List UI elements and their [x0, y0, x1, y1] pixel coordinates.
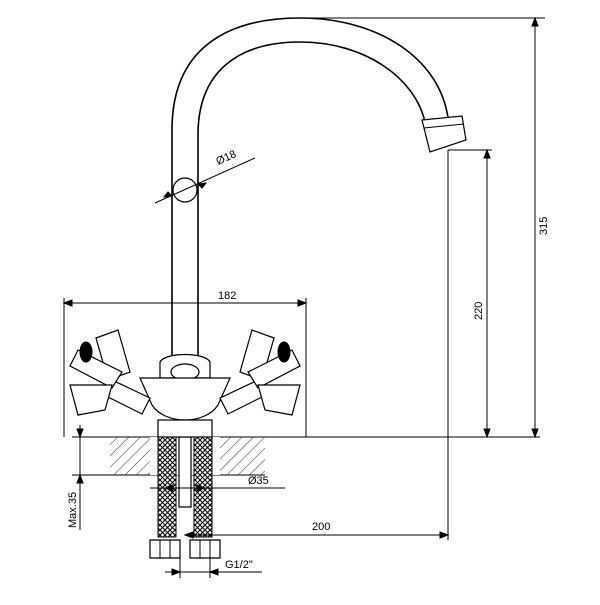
spout-diameter-dimension: Ø18 — [154, 148, 256, 204]
spout — [171, 17, 467, 362]
supply-hoses — [149, 436, 221, 559]
spout-height-label: 220 — [473, 302, 485, 320]
spout-reach-dimension: 200 — [183, 150, 450, 540]
spout-reach-label: 200 — [312, 521, 330, 533]
overall-height-dimension: 315 — [300, 16, 550, 439]
spout-height-dimension: 220 — [448, 148, 492, 439]
thread-dimension: G1/2" — [165, 558, 262, 578]
overall-height-label: 315 — [538, 217, 550, 235]
hole-diameter-dimension: Ø35 — [150, 475, 285, 492]
faucet-body — [139, 353, 231, 438]
right-cross-handle — [219, 329, 301, 416]
max-thickness-dimension: Max.35 — [67, 425, 110, 530]
thread-label: G1/2" — [225, 559, 253, 571]
countertop — [75, 436, 540, 476]
spout-diameter-label: Ø18 — [214, 148, 238, 167]
hole-diameter-label: Ø35 — [248, 475, 269, 487]
left-cross-handle — [69, 329, 151, 416]
body-width-label: 182 — [218, 290, 236, 302]
max-thickness-label: Max.35 — [67, 492, 79, 528]
body-width-dimension: 182 — [62, 290, 308, 437]
